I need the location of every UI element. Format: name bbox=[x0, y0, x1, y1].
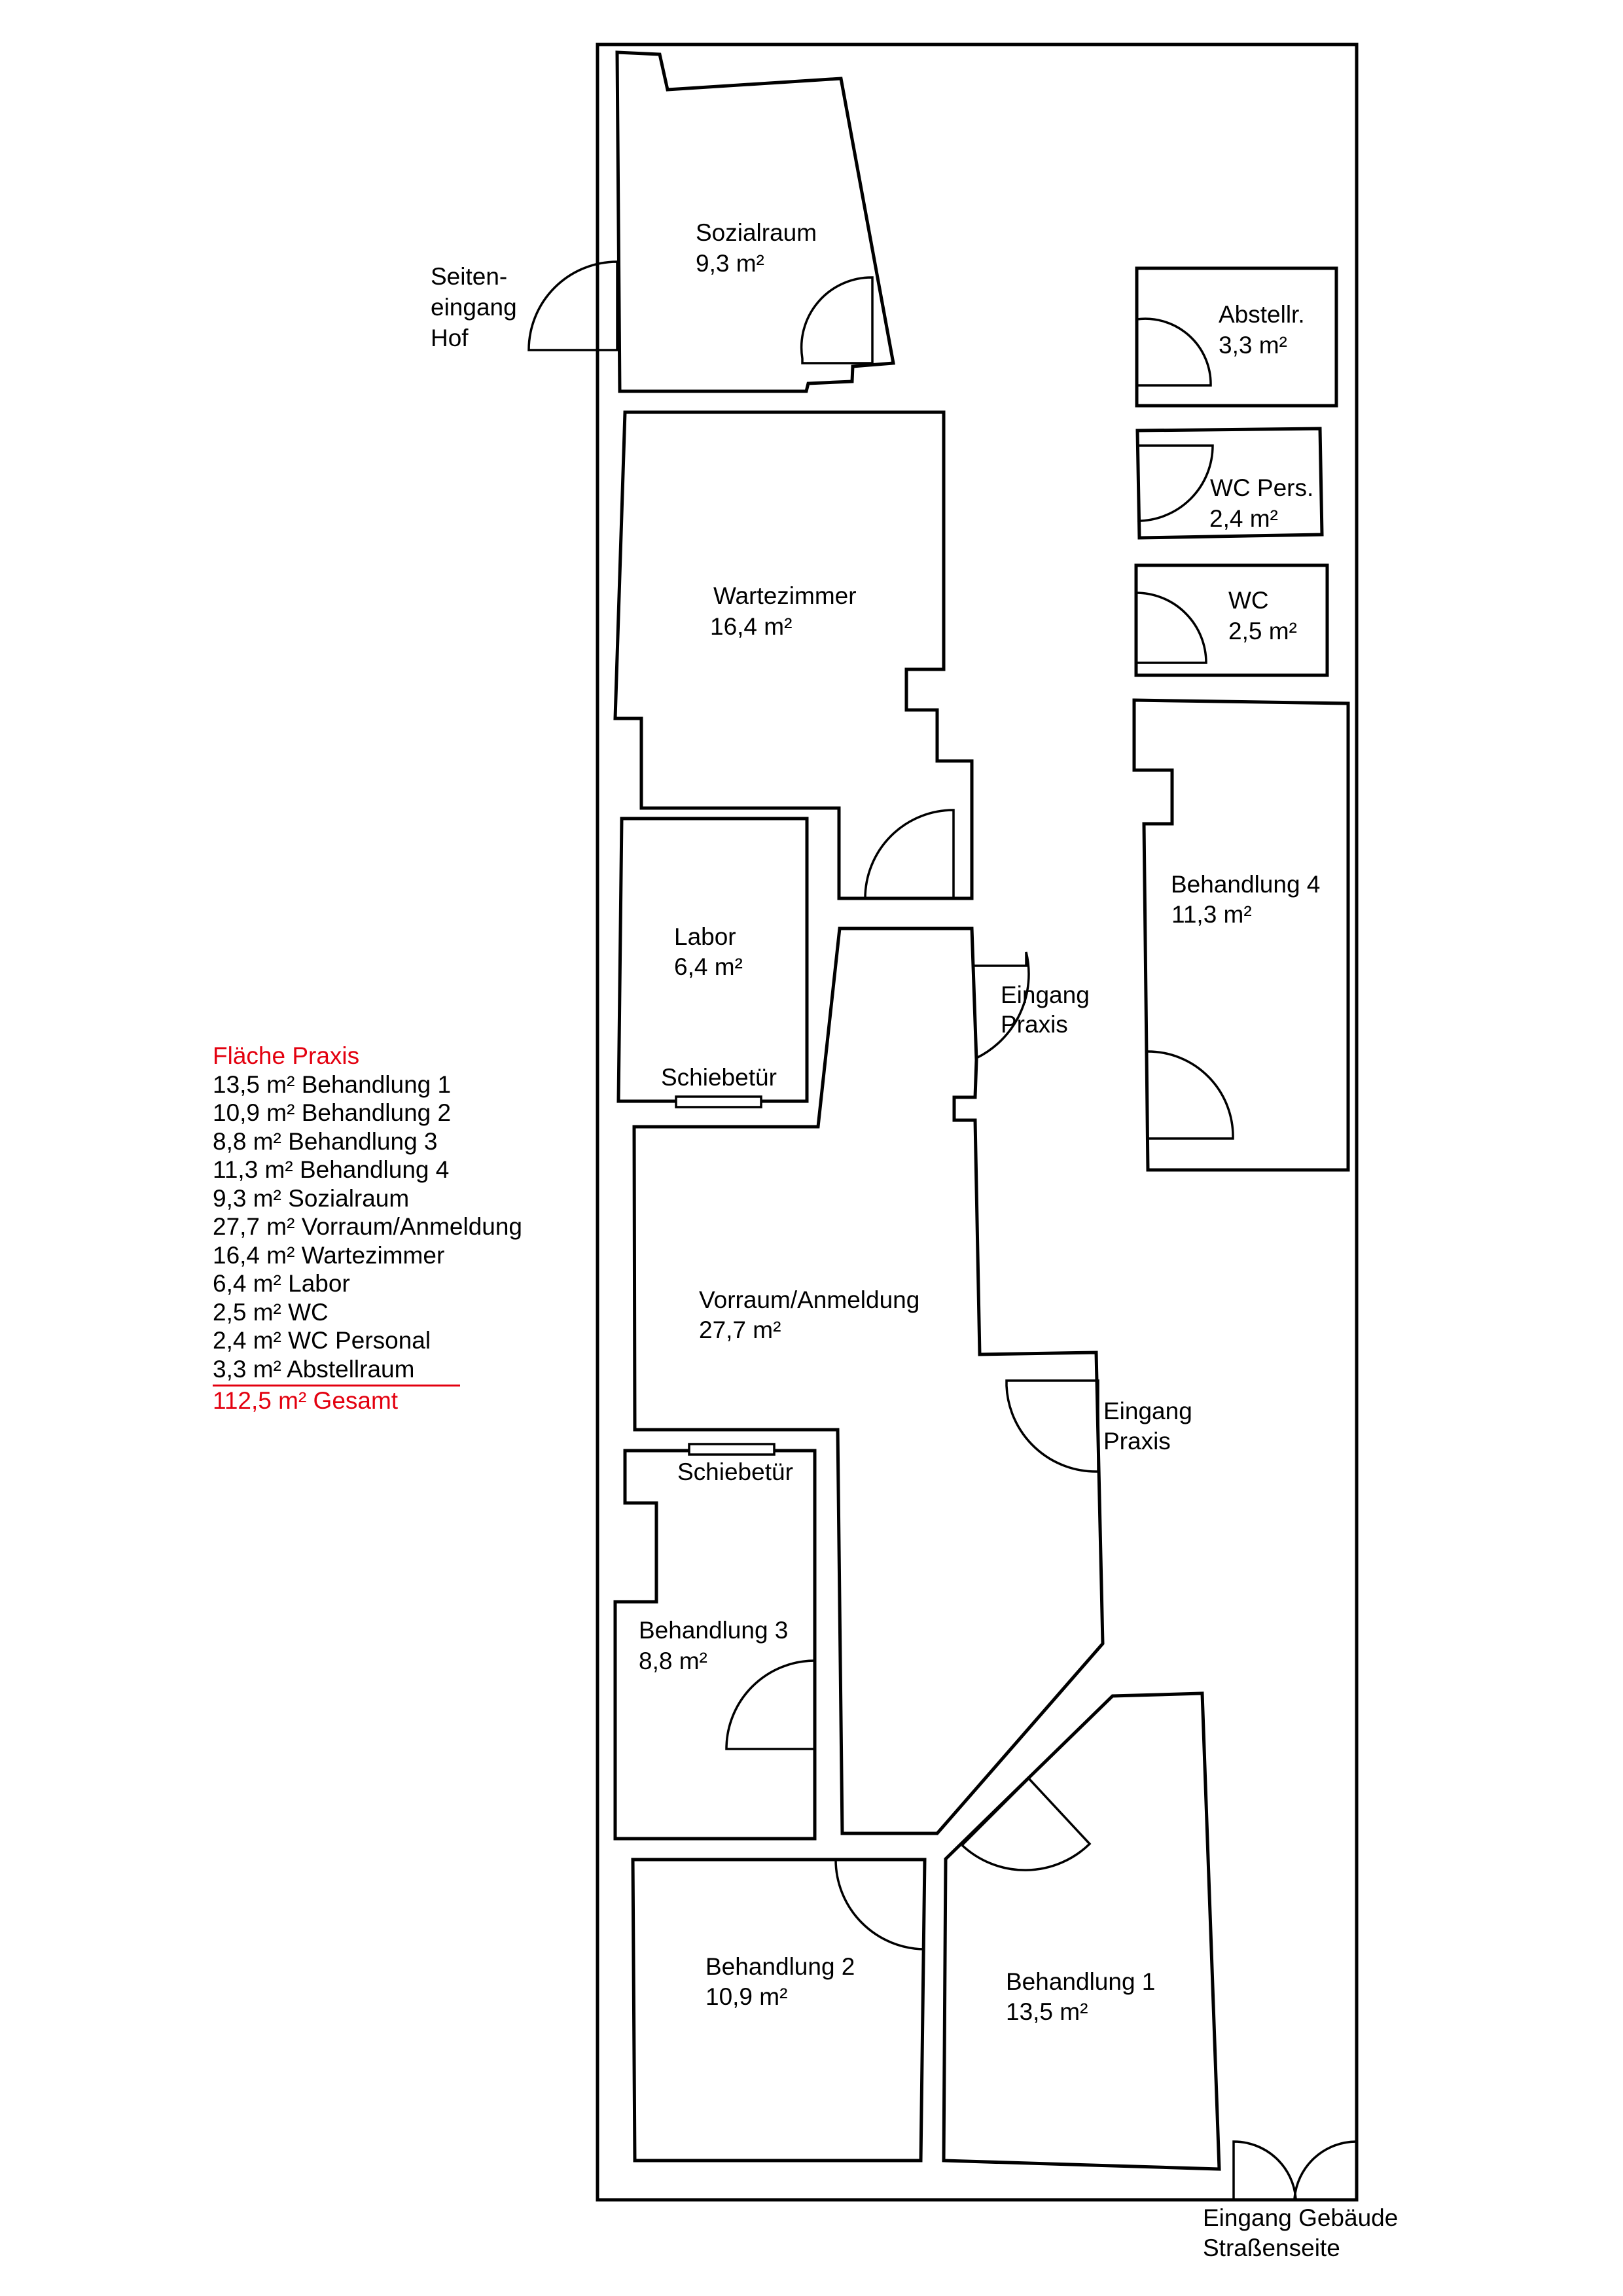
legend-sum-rule bbox=[213, 1385, 460, 1386]
sliding-door-b3 bbox=[688, 1443, 776, 1456]
room-wartezimmer: Wartezimmer 16,4 m² bbox=[613, 410, 974, 900]
room-area-wartezimmer: 16,4 m² bbox=[710, 613, 792, 640]
legend-item: 13,5 m² Behandlung 1 bbox=[213, 1070, 452, 1098]
legend-title: Fläche Praxis bbox=[213, 1042, 360, 1069]
room-area-labor: 6,4 m² bbox=[674, 953, 743, 980]
sliding-door-b3-label: Schiebetür bbox=[677, 1458, 793, 1485]
legend-item: 2,5 m² WC bbox=[213, 1298, 329, 1326]
door-sozialraum bbox=[800, 276, 874, 364]
entrance-building: Eingang Gebäude Straßenseite bbox=[1203, 2140, 1398, 2261]
room-wc-personal: WC Pers. 2,4 m² bbox=[1135, 427, 1324, 540]
area-legend: Fläche Praxis 13,5 m² Behandlung 1 10,9 … bbox=[213, 1042, 522, 1415]
legend-item: 8,8 m² Behandlung 3 bbox=[213, 1127, 438, 1155]
entrance-practice-lower: Eingang Praxis bbox=[1005, 1379, 1192, 1473]
room-labor: Labor 6,4 m² Schiebetür bbox=[616, 817, 809, 1108]
side-entrance-line-3: Hof bbox=[431, 325, 469, 351]
room-abstellraum: Abstellr. 3,3 m² bbox=[1135, 266, 1338, 408]
room-area-vorraum: 27,7 m² bbox=[699, 1316, 781, 1343]
entrance-building-line-1: Eingang Gebäude bbox=[1203, 2204, 1398, 2231]
legend-item: 3,3 m² Abstellraum bbox=[213, 1355, 415, 1383]
door-behandlung-2 bbox=[834, 1859, 925, 1951]
room-behandlung-4: Behandlung 4 11,3 m² bbox=[1132, 698, 1350, 1172]
room-label-wartezimmer: Wartezimmer bbox=[713, 582, 857, 609]
legend-total: 112,5 m² Gesamt bbox=[213, 1387, 399, 1414]
side-entrance: Seiten- eingang Hof bbox=[431, 260, 618, 351]
room-behandlung-3: Behandlung 3 8,8 m² Schiebetür bbox=[613, 1443, 817, 1841]
entrance-practice-upper-line-2: Praxis bbox=[1001, 1011, 1068, 1038]
room-vorraum: Vorraum/Anmeldung 27,7 m² bbox=[632, 927, 1105, 1835]
legend-item: 6,4 m² Labor bbox=[213, 1270, 350, 1297]
entrance-practice-lower-line-2: Praxis bbox=[1103, 1428, 1171, 1455]
entrance-practice-upper-line-1: Eingang bbox=[1001, 981, 1090, 1008]
room-area-behandlung-3: 8,8 m² bbox=[639, 1648, 707, 1674]
legend-item: 16,4 m² Wartezimmer bbox=[213, 1241, 445, 1269]
room-area-behandlung-2: 10,9 m² bbox=[705, 1983, 787, 2010]
legend-item: 2,4 m² WC Personal bbox=[213, 1327, 431, 1354]
room-area-wc: 2,5 m² bbox=[1228, 618, 1297, 645]
sliding-door-labor bbox=[675, 1095, 762, 1108]
room-label-wc: WC bbox=[1228, 587, 1269, 614]
side-entrance-line-2: eingang bbox=[431, 294, 517, 321]
room-behandlung-1: Behandlung 1 13,5 m² bbox=[942, 1691, 1221, 2171]
room-area-sozialraum: 9,3 m² bbox=[696, 250, 764, 277]
room-label-behandlung-4: Behandlung 4 bbox=[1171, 871, 1320, 898]
door-wc-personal bbox=[1137, 444, 1214, 522]
door-wc bbox=[1135, 592, 1207, 664]
room-label-sozialraum: Sozialraum bbox=[696, 219, 817, 246]
room-area-abstellraum: 3,3 m² bbox=[1219, 332, 1287, 359]
entrance-practice-lower-line-1: Eingang bbox=[1103, 1398, 1192, 1424]
legend-item: 11,3 m² Behandlung 4 bbox=[213, 1156, 450, 1183]
sliding-door-labor-label: Schiebetür bbox=[661, 1064, 777, 1091]
room-sozialraum: Sozialraum 9,3 m² bbox=[615, 50, 895, 393]
side-entrance-line-1: Seiten- bbox=[431, 263, 507, 290]
legend-item: 27,7 m² Vorraum/Anmeldung bbox=[213, 1213, 523, 1240]
room-label-behandlung-3: Behandlung 3 bbox=[639, 1617, 788, 1644]
legend-item: 9,3 m² Sozialraum bbox=[213, 1184, 410, 1212]
door-wartezimmer bbox=[864, 809, 955, 899]
entrance-building-line-2: Straßenseite bbox=[1203, 2234, 1340, 2261]
room-behandlung-2: Behandlung 2 10,9 m² bbox=[631, 1858, 927, 2163]
door-behandlung-3 bbox=[725, 1659, 815, 1750]
legend-item: 10,9 m² Behandlung 2 bbox=[213, 1099, 452, 1126]
room-area-wc-personal: 2,4 m² bbox=[1209, 505, 1278, 532]
entrance-practice-upper: Eingang Praxis bbox=[974, 951, 1090, 1059]
room-label-behandlung-2: Behandlung 2 bbox=[705, 1953, 855, 1980]
door-abstellraum bbox=[1136, 317, 1212, 387]
door-behandlung-4 bbox=[1147, 1050, 1234, 1140]
room-area-behandlung-4: 11,3 m² bbox=[1171, 901, 1252, 928]
room-wc: WC 2,5 m² bbox=[1134, 563, 1329, 677]
building-outline bbox=[596, 43, 1359, 2202]
room-label-behandlung-1: Behandlung 1 bbox=[1006, 1968, 1155, 1995]
room-label-vorraum: Vorraum/Anmeldung bbox=[699, 1286, 919, 1313]
room-area-behandlung-1: 13,5 m² bbox=[1006, 1998, 1088, 2025]
room-label-labor: Labor bbox=[674, 923, 736, 950]
room-label-wc-personal: WC Pers. bbox=[1210, 474, 1313, 501]
room-label-abstellraum: Abstellr. bbox=[1219, 301, 1305, 328]
door-behandlung-1 bbox=[961, 1776, 1092, 1871]
